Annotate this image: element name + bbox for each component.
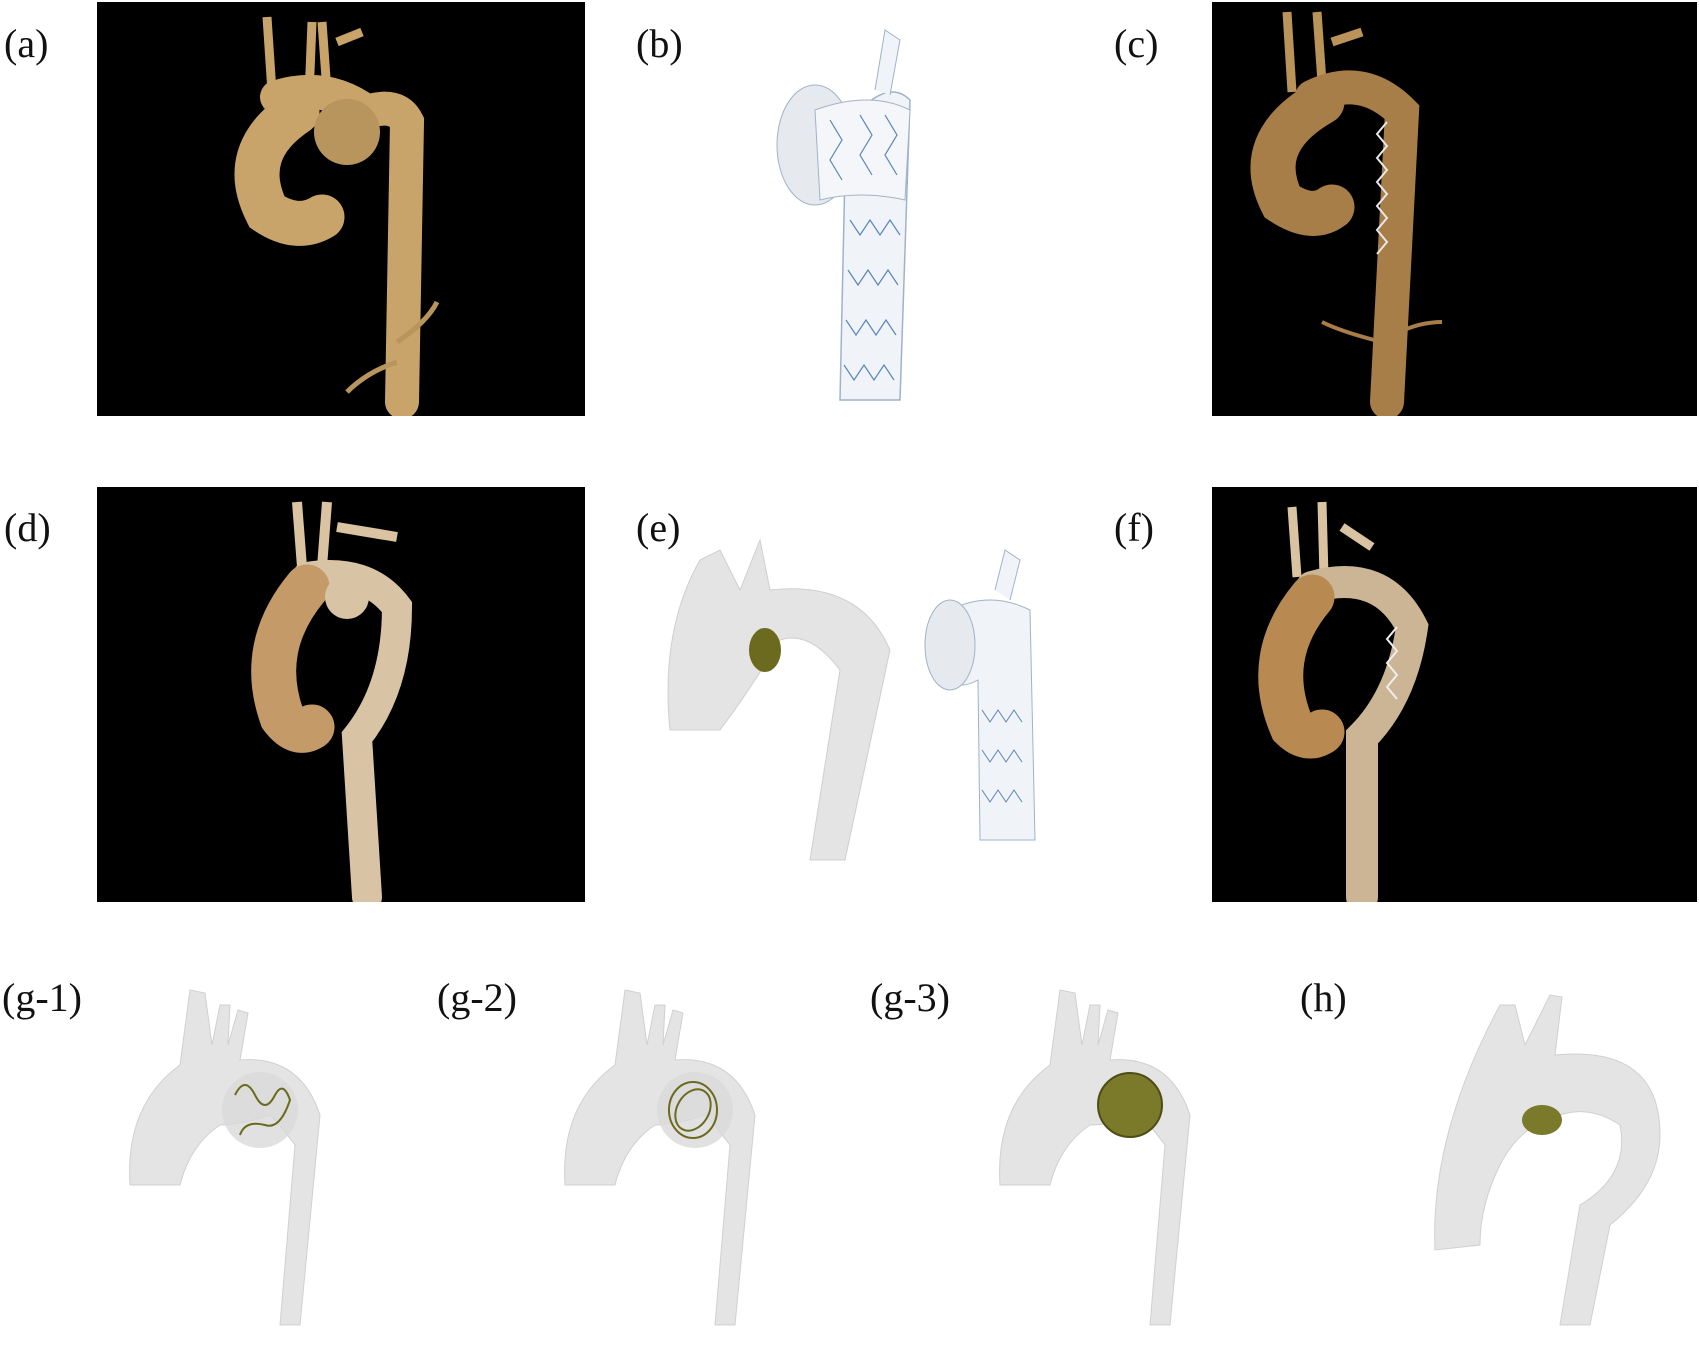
panel-label-f: (f) (1114, 505, 1154, 550)
panel-label-g3: (g-3) (870, 975, 950, 1020)
panel-c-ct-render (1212, 2, 1697, 416)
panel-label-g2: (g-2) (437, 975, 517, 1020)
panel-d-ct-render (97, 487, 585, 902)
panel-g1-model (120, 985, 370, 1345)
panel-label-c: (c) (1114, 21, 1159, 66)
panel-g2-model (555, 985, 805, 1345)
panel-f-ct-render (1212, 487, 1697, 902)
coil-mass (749, 628, 781, 672)
panel-label-e: (e) (636, 505, 681, 550)
panel-label-a: (a) (4, 21, 49, 66)
panel-label-g1: (g-1) (2, 975, 82, 1020)
panel-b-stent-graft-model (760, 20, 1000, 415)
panel-label-h: (h) (1300, 975, 1347, 1020)
panel-a-ct-render (97, 2, 585, 416)
panel-label-d: (d) (4, 505, 51, 550)
panel-label-b: (b) (636, 21, 683, 66)
panel-h-model (1430, 985, 1690, 1345)
panel-g3-model (990, 985, 1240, 1345)
panel-e-model-composite (660, 530, 1120, 870)
